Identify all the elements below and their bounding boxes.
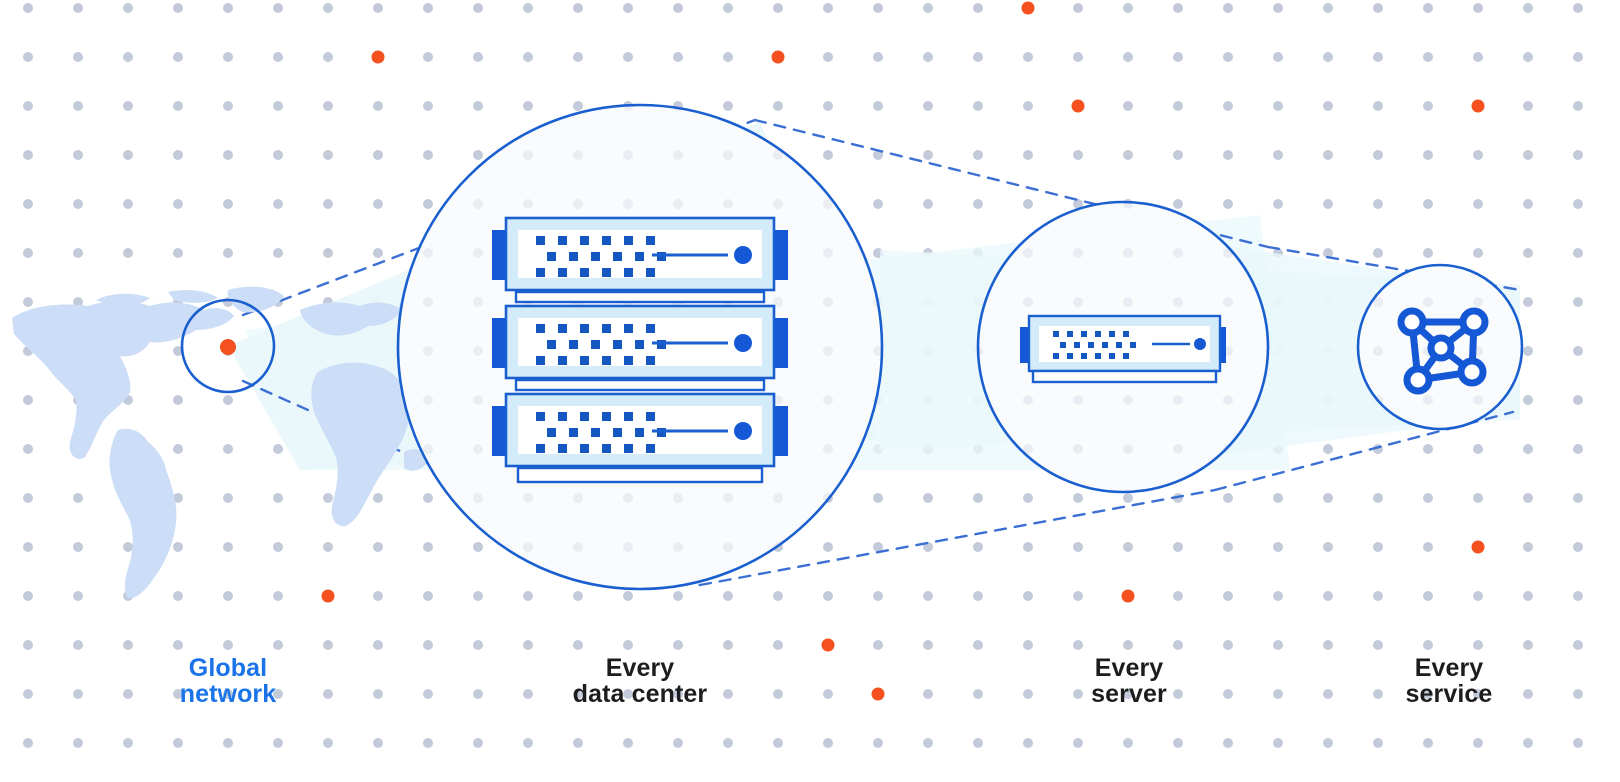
label-every-server: Every server [1091, 654, 1167, 709]
rack-unit-2 [492, 304, 788, 380]
global-network-marker [220, 339, 236, 355]
dot-grid-highlights [321, 1, 1485, 701]
rack-unit-3 [492, 392, 788, 468]
server-rack-icon [492, 216, 788, 484]
grid-dot-highlight [1021, 1, 1035, 15]
global-network-highlight [180, 298, 276, 394]
server-unit-icon [1020, 314, 1226, 384]
label-global-network: Global network [179, 654, 277, 709]
grid-dot-highlight [1471, 540, 1485, 554]
grid-dot-highlight [871, 687, 885, 701]
network-mesh-nodes [1397, 307, 1489, 395]
label-every-data-center: Every data center [572, 654, 708, 709]
rack-unit-1 [492, 216, 788, 292]
grid-dot-highlight [771, 50, 785, 64]
label-every-service: Every service [1405, 654, 1493, 709]
grid-dot-highlight [1471, 99, 1485, 113]
grid-dot-highlight [821, 638, 835, 652]
grid-dot-highlight [371, 50, 385, 64]
grid-dot-highlight [321, 589, 335, 603]
grid-dot-highlight [1121, 589, 1135, 603]
grid-dot-highlight [1071, 99, 1085, 113]
